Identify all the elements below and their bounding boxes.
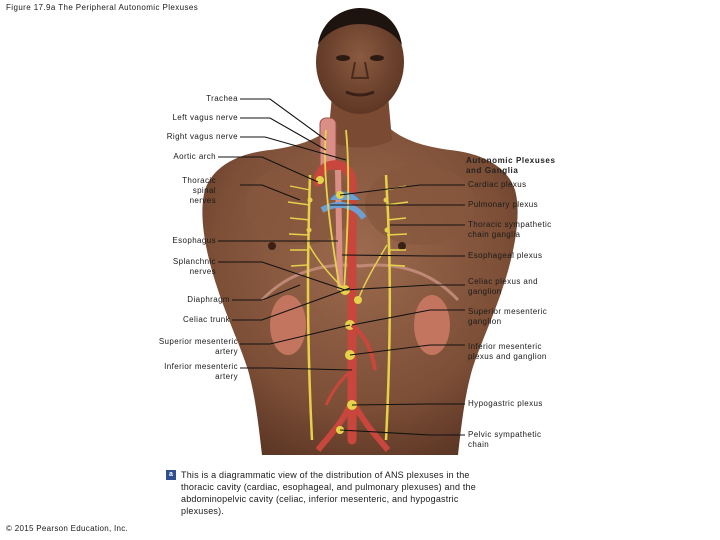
label-pulmonary-plexus: Pulmonary plexus: [468, 200, 538, 209]
left-kidney: [270, 295, 306, 355]
esophagus: [335, 169, 343, 291]
pulmonary-vessels-2: [320, 201, 367, 220]
label-diaphragm: Diaphragm: [187, 295, 230, 304]
left-nipple: [268, 242, 276, 250]
left-pectoral: [245, 165, 355, 245]
nose: [350, 61, 370, 79]
label-hypogastric-plexus: Hypogastric plexus: [468, 399, 543, 408]
right-eye: [370, 55, 384, 61]
vagus-left: [324, 129, 341, 291]
label-inferior-mesenteric-plexus-and-ganglion: Inferior mesenteric plexus and ganglion: [468, 342, 547, 361]
label-superior-mesenteric-ganglion: Superior mesenteric ganglion: [468, 307, 548, 326]
label-thoracic-spinal-nerves: Thoracic spinal nerves: [182, 176, 216, 205]
aortic-arch: [313, 160, 357, 445]
inferior-mesenteric-artery: [324, 368, 353, 406]
plexuses-heading: Autonomic Plexuses and Ganglia: [466, 156, 556, 175]
figure-title: Figure 17.9a The Peripheral Autonomic Pl…: [6, 3, 199, 12]
figure-caption: This is a diagrammatic view of the distr…: [181, 470, 476, 516]
head: [316, 10, 404, 114]
label-esophagus: Esophagus: [172, 236, 216, 245]
label-aortic-arch: Aortic arch: [173, 152, 216, 161]
label-esophageal-plexus: Esophageal plexus: [468, 251, 543, 260]
label-celiac-plexus-and-ganglion: Celiac plexus and ganglion: [468, 277, 538, 296]
label-pelvic-sympathetic-chain: Pelvic sympathetic chain: [468, 430, 542, 449]
superior-mesenteric-artery: [350, 323, 377, 371]
label-trachea: Trachea: [206, 94, 238, 103]
leader-lines-left: [218, 98, 353, 371]
right-nipple: [398, 242, 406, 250]
vagus-right: [343, 129, 350, 291]
diaphragm: [260, 263, 460, 302]
leader-lines-right: [330, 184, 465, 436]
splanchnic-nerves: [308, 244, 388, 301]
label-left-vagus-nerve: Left vagus nerve: [172, 113, 238, 122]
label-celiac-trunk: Celiac trunk: [182, 315, 230, 324]
left-eye: [336, 55, 350, 61]
label-superior-mesenteric-artery: Superior mesenteric artery: [158, 337, 238, 356]
label-thoracic-sympathetic-chain-ganglia: Thoracic sympathetic chain ganglia: [468, 220, 552, 239]
label-inferior-mesenteric-artery: Inferior mesenteric artery: [164, 362, 238, 381]
label-right-vagus-nerve: Right vagus nerve: [166, 132, 238, 141]
hair: [318, 8, 402, 45]
label-splanchnic-nerves: Splanchnic nerves: [172, 257, 216, 276]
label-cardiac-plexus: Cardiac plexus: [468, 180, 527, 189]
caption-badge: a: [166, 470, 176, 480]
mouth: [345, 90, 375, 97]
copyright-notice: © 2015 Pearson Education, Inc.: [6, 524, 129, 533]
